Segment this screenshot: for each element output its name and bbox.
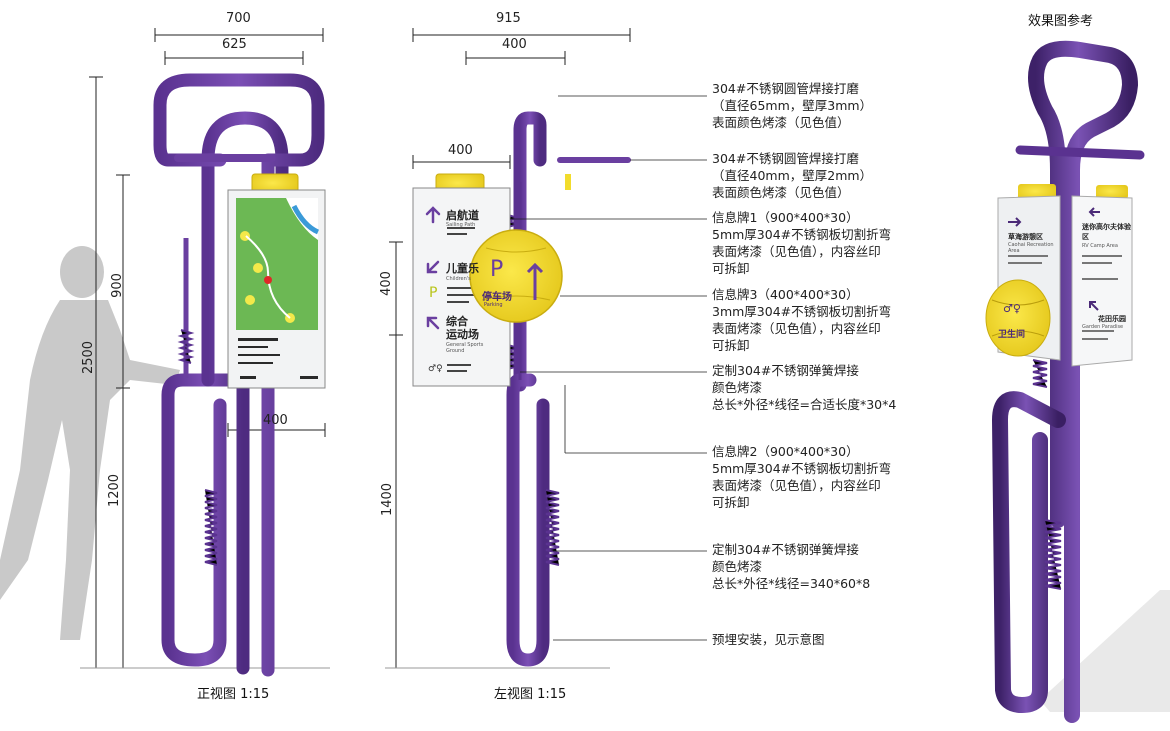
- svg-text:P: P: [490, 257, 503, 282]
- dim-side-top-outer: 915: [496, 11, 521, 26]
- dim-side-lower-height: 1400: [380, 482, 396, 517]
- svg-text:♂♀: ♂♀: [428, 364, 443, 374]
- annotation-3: 信息牌1（900*400*30） 5mm厚304#不锈钢板切割折弯表面烤漆（见色值…: [712, 209, 891, 277]
- leader-lines: [510, 95, 707, 641]
- render-view: ♂♀: [985, 40, 1170, 723]
- annotation-6: 信息牌2（900*400*30） 5mm厚304#不锈钢板切割折弯表面烤漆（见色值…: [712, 443, 891, 511]
- side-sign-item-1-cn: 启航道: [446, 209, 479, 222]
- render-left-sign-en: Caohai Recreation Area: [1008, 242, 1054, 254]
- render-toilet-label: 卫生间: [998, 330, 1026, 340]
- side-sign-item-2-cn: 儿童乐: [446, 262, 479, 275]
- round-sign-parking: [469, 229, 563, 323]
- render-left-sign-cn: 草海游憩区: [1008, 233, 1043, 241]
- render-round-sign-toilet: [985, 279, 1051, 357]
- annotation-line: 可拆卸: [712, 495, 750, 510]
- round-sign-parking-cn: 停车场: [482, 292, 512, 303]
- annotation-line: 定制304#不锈钢弹簧焊接: [712, 542, 859, 557]
- dim-side-top-inner: 400: [502, 37, 527, 52]
- front-view: [80, 28, 330, 677]
- side-sign-item-2-en: Children's: [446, 276, 471, 282]
- annotation-line: 总长*外径*线径=合适长度*30*4: [712, 397, 897, 412]
- annotation-line: 可拆卸: [712, 338, 750, 353]
- annotation-line: 表面烤漆（见色值），内容丝印: [712, 478, 881, 493]
- render-right-sign-item-1-en: RV Camp Area: [1082, 243, 1118, 249]
- annotation-8: 预埋安装，见示意图: [712, 631, 825, 648]
- annotation-4: 信息牌3（400*400*30） 3mm厚304#不锈钢板切割折弯表面烤漆（见色值…: [712, 286, 891, 354]
- render-right-sign-item-1-cn: 迷你高尔夫体验区: [1082, 223, 1131, 241]
- annotation-line: 颜色烤漆: [712, 559, 763, 574]
- side-view: P ♂♀ P: [385, 28, 631, 675]
- annotation-line: （直径65mm，壁厚3mm）: [712, 98, 873, 113]
- side-sign-item-3-cn: 综合 运动场: [446, 315, 479, 341]
- dim-front-total-height: 2500: [81, 340, 97, 375]
- annotation-line: 可拆卸: [712, 261, 750, 276]
- render-right-sign-item-2-cn: 花田乐园: [1098, 315, 1126, 323]
- annotation-line: 预埋安装，见示意图: [712, 632, 825, 647]
- annotation-2: 304#不锈钢圆管焊接打磨 （直径40mm，壁厚2mm） 表面颜色烤漆（见色值）: [712, 150, 872, 201]
- caption-render: 效果图参考: [1028, 14, 1094, 29]
- dim-front-top-inner: 625: [222, 37, 247, 52]
- dim-front-top-outer: 700: [226, 11, 251, 26]
- dim-side-sign-width: 400: [448, 143, 473, 158]
- annotation-line: 5mm厚304#不锈钢板切割折弯: [712, 461, 892, 476]
- annotation-1: 304#不锈钢圆管焊接打磨 （直径65mm，壁厚3mm） 表面颜色烤漆（见色值）: [712, 80, 872, 131]
- dim-side-sign-height: 400: [378, 271, 394, 296]
- annotation-line: 信息牌3（400*400*30）: [712, 287, 859, 302]
- annotation-line: 5mm厚304#不锈钢板切割折弯: [712, 227, 892, 242]
- dim-front-lower-height: 1200: [107, 473, 123, 508]
- annotation-line: 信息牌2（900*400*30）: [712, 444, 859, 459]
- annotation-line: 定制304#不锈钢弹簧焊接: [712, 363, 859, 378]
- side-sign-item-1-en: Sailing Path: [446, 222, 476, 228]
- annotation-line: 304#不锈钢圆管焊接打磨: [712, 81, 859, 96]
- annotation-7: 定制304#不锈钢弹簧焊接颜色烤漆总长*外径*线径=340*60*8: [712, 541, 870, 592]
- caption-front-view: 正视图 1:15: [197, 687, 270, 702]
- annotation-5: 定制304#不锈钢弹簧焊接颜色烤漆总长*外径*线径=合适长度*30*4: [712, 362, 896, 413]
- annotation-line: 表面烤漆（见色值），内容丝印: [712, 321, 881, 336]
- annotation-line: 304#不锈钢圆管焊接打磨: [712, 151, 859, 166]
- human-scale-silhouette: [0, 246, 180, 640]
- caption-left-view: 左视图 1:15: [494, 687, 567, 702]
- render-right-sign-item-2-en: Garden Paradise: [1082, 324, 1124, 330]
- annotation-line: 颜色烤漆: [712, 380, 763, 395]
- annotation-line: 表面颜色烤漆（见色值）: [712, 115, 850, 130]
- svg-text:♂♀: ♂♀: [1003, 302, 1021, 315]
- annotation-line: 3mm厚304#不锈钢板切割折弯: [712, 304, 892, 319]
- dim-front-sign-width: 400: [263, 413, 288, 428]
- dim-front-upper-height: 900: [109, 273, 125, 298]
- render-sign-right: [1071, 195, 1133, 367]
- annotation-line: 表面烤漆（见色值），内容丝印: [712, 244, 881, 259]
- side-sign-item-3-en: General Sports Ground: [446, 342, 484, 354]
- annotation-line: 总长*外径*线径=340*60*8: [712, 576, 871, 591]
- annotation-line: 表面颜色烤漆（见色值）: [712, 185, 850, 200]
- svg-text:P: P: [429, 285, 437, 301]
- round-sign-parking-en: Parking: [484, 302, 503, 308]
- annotation-line: 信息牌1（900*400*30）: [712, 210, 859, 225]
- annotation-line: （直径40mm，壁厚2mm）: [712, 168, 873, 183]
